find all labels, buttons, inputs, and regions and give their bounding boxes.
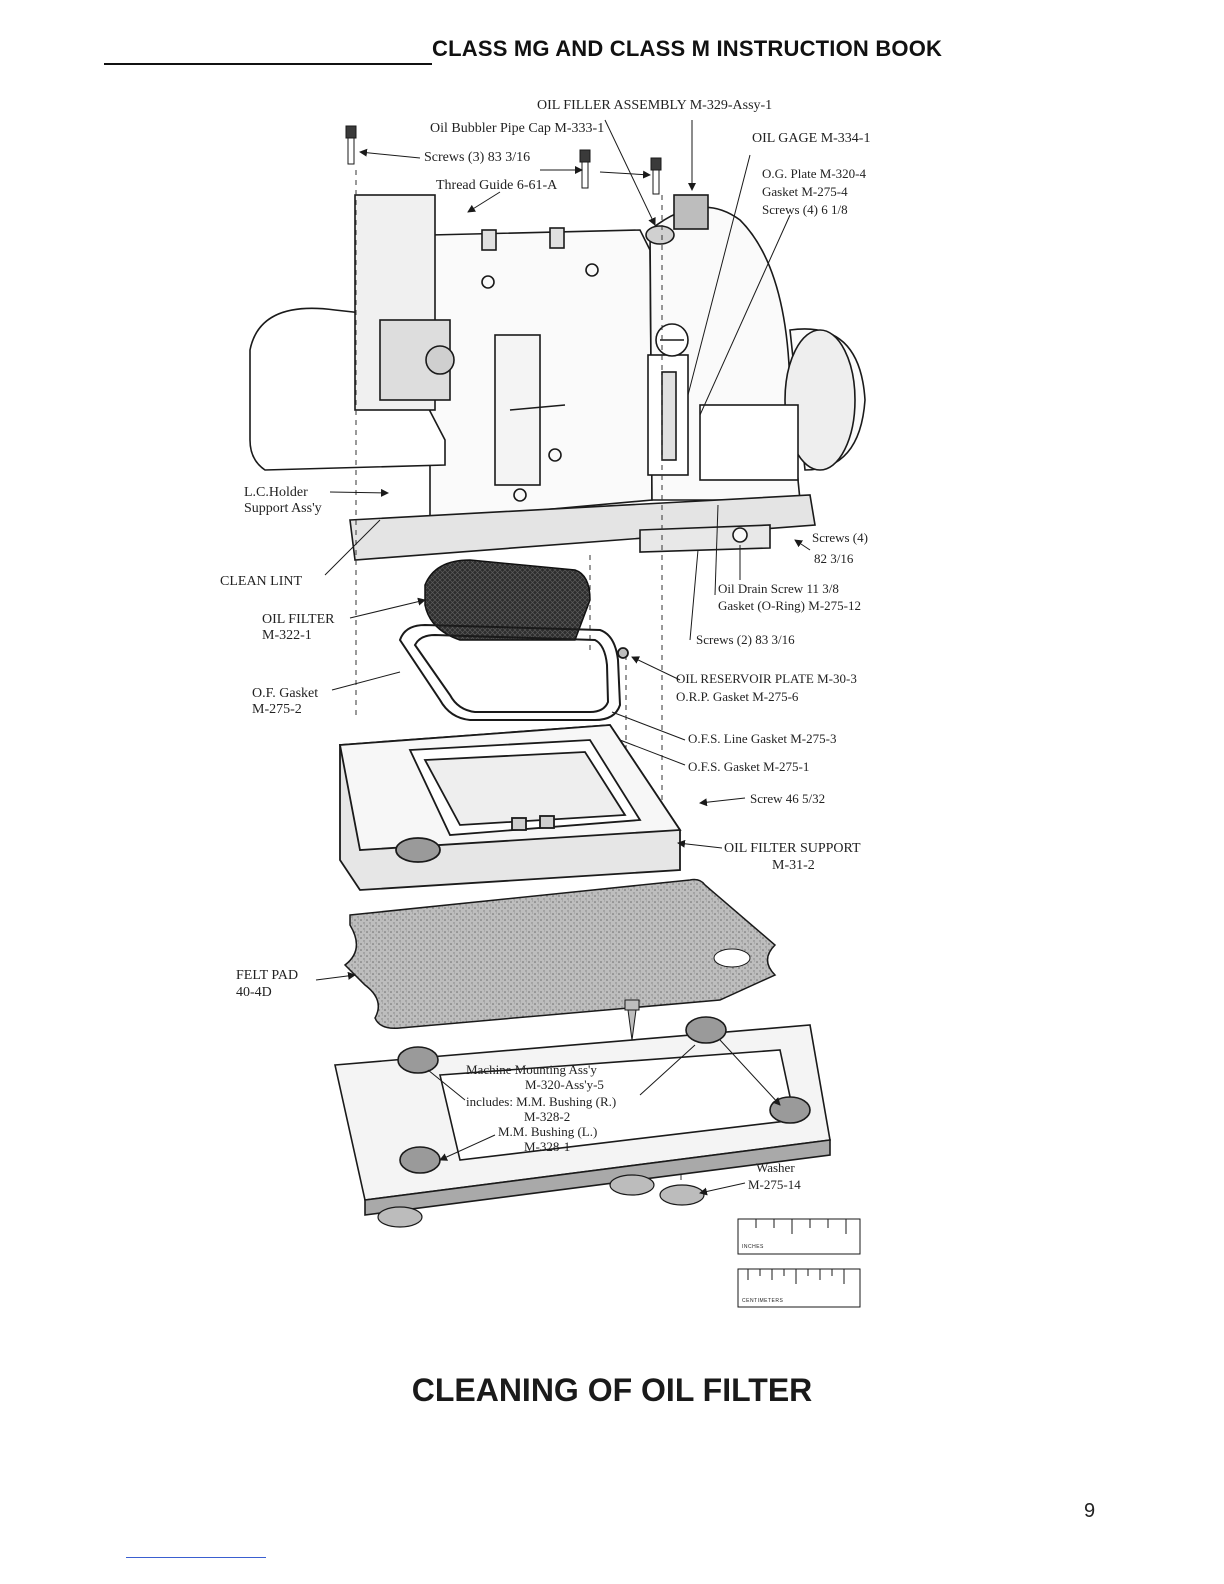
label-oil-bubbler-pipe-cap: Oil Bubbler Pipe Cap M-333-1 xyxy=(430,121,605,136)
machine-body xyxy=(249,194,866,561)
label-oil-filter: OIL FILTER xyxy=(262,612,335,627)
label-oil-filter-support-part: M-31-2 xyxy=(772,858,815,873)
label-lc-holder: L.C.Holder xyxy=(244,485,308,500)
label-washer-part: M-275-14 xyxy=(748,1177,801,1192)
label-screw-46: Screw 46 5/32 xyxy=(750,791,826,806)
oil-filter-support xyxy=(338,647,682,891)
label-lc-holder-support: Support Ass'y xyxy=(244,501,322,516)
footer-rule xyxy=(126,1557,266,1558)
of-gasket xyxy=(398,623,622,721)
scale-rulers xyxy=(737,1218,861,1308)
label-ofs-line-gasket: O.F.S. Line Gasket M-275-3 xyxy=(688,731,837,746)
top-screws xyxy=(345,125,662,195)
page-heading: CLEANING OF OIL FILTER xyxy=(411,1372,813,1408)
label-screws-right: Screws (4) xyxy=(812,530,868,545)
label-washer: Washer xyxy=(756,1160,795,1175)
label-screws-top: Screws (3) 83 3/16 xyxy=(424,150,531,165)
label-mm-bushing-l: M.M. Bushing (L.) xyxy=(498,1124,598,1139)
label-of-gasket-part: M-275-2 xyxy=(252,702,302,717)
label-orp-gasket: O.R.P. Gasket M-275-6 xyxy=(676,689,799,704)
label-mm-bushing-l-part: M-328-1 xyxy=(524,1139,571,1154)
label-og-screws: Screws (4) 6 1/8 xyxy=(762,202,848,217)
label-oil-drain-gasket: Gasket (O-Ring) M-275-12 xyxy=(718,598,861,613)
label-og-gasket: Gasket M-275-4 xyxy=(762,184,848,199)
label-felt-pad: FELT PAD xyxy=(236,968,299,983)
label-og-plate: O.G. Plate M-320-4 xyxy=(762,166,866,181)
header-title: CLASS MG AND CLASS M INSTRUCTION BOOK xyxy=(432,36,943,61)
label-oil-filter-support: OIL FILTER SUPPORT xyxy=(724,841,861,856)
label-mounting-assy-part: M-320-Ass'y-5 xyxy=(525,1077,604,1092)
leader-lines xyxy=(315,119,811,1196)
label-mm-bushing-r: includes: M.M. Bushing (R.) xyxy=(466,1094,617,1109)
label-oil-filler-assembly: OIL FILLER ASSEMBLY M-329-Assy-1 xyxy=(537,98,773,113)
felt-pad xyxy=(343,878,777,1030)
label-oil-filter-part: M-322-1 xyxy=(262,628,312,643)
header-rule xyxy=(104,63,432,65)
label-screws-right-size: 82 3/16 xyxy=(814,551,854,566)
mounting-plate xyxy=(334,1016,831,1216)
label-oil-drain-screw: Oil Drain Screw 11 3/8 xyxy=(718,581,839,596)
label-mm-bushing-r-part: M-328-2 xyxy=(524,1109,571,1124)
ruler-centimeters-label: CENTIMETERS xyxy=(742,1298,784,1304)
label-of-gasket: O.F. Gasket xyxy=(252,686,319,701)
label-felt-pad-part: 40-4D xyxy=(236,985,272,1000)
label-screws-2: Screws (2) 83 3/16 xyxy=(696,632,795,647)
ruler-inches-label: INCHES xyxy=(742,1244,764,1250)
felt-pad-hole xyxy=(713,948,751,968)
label-oil-gage: OIL GAGE M-334-1 xyxy=(752,131,871,146)
washers xyxy=(377,1174,705,1228)
label-thread-guide: Thread Guide 6-61-A xyxy=(436,178,558,193)
label-ofs-gasket: O.F.S. Gasket M-275-1 xyxy=(688,759,810,774)
label-mounting-assy: Machine Mounting Ass'y xyxy=(466,1062,597,1077)
page-number: 9 xyxy=(1084,1500,1096,1522)
label-oil-reservoir-plate: OIL RESERVOIR PLATE M-30-3 xyxy=(676,671,857,686)
label-clean-lint: CLEAN LINT xyxy=(220,574,303,589)
